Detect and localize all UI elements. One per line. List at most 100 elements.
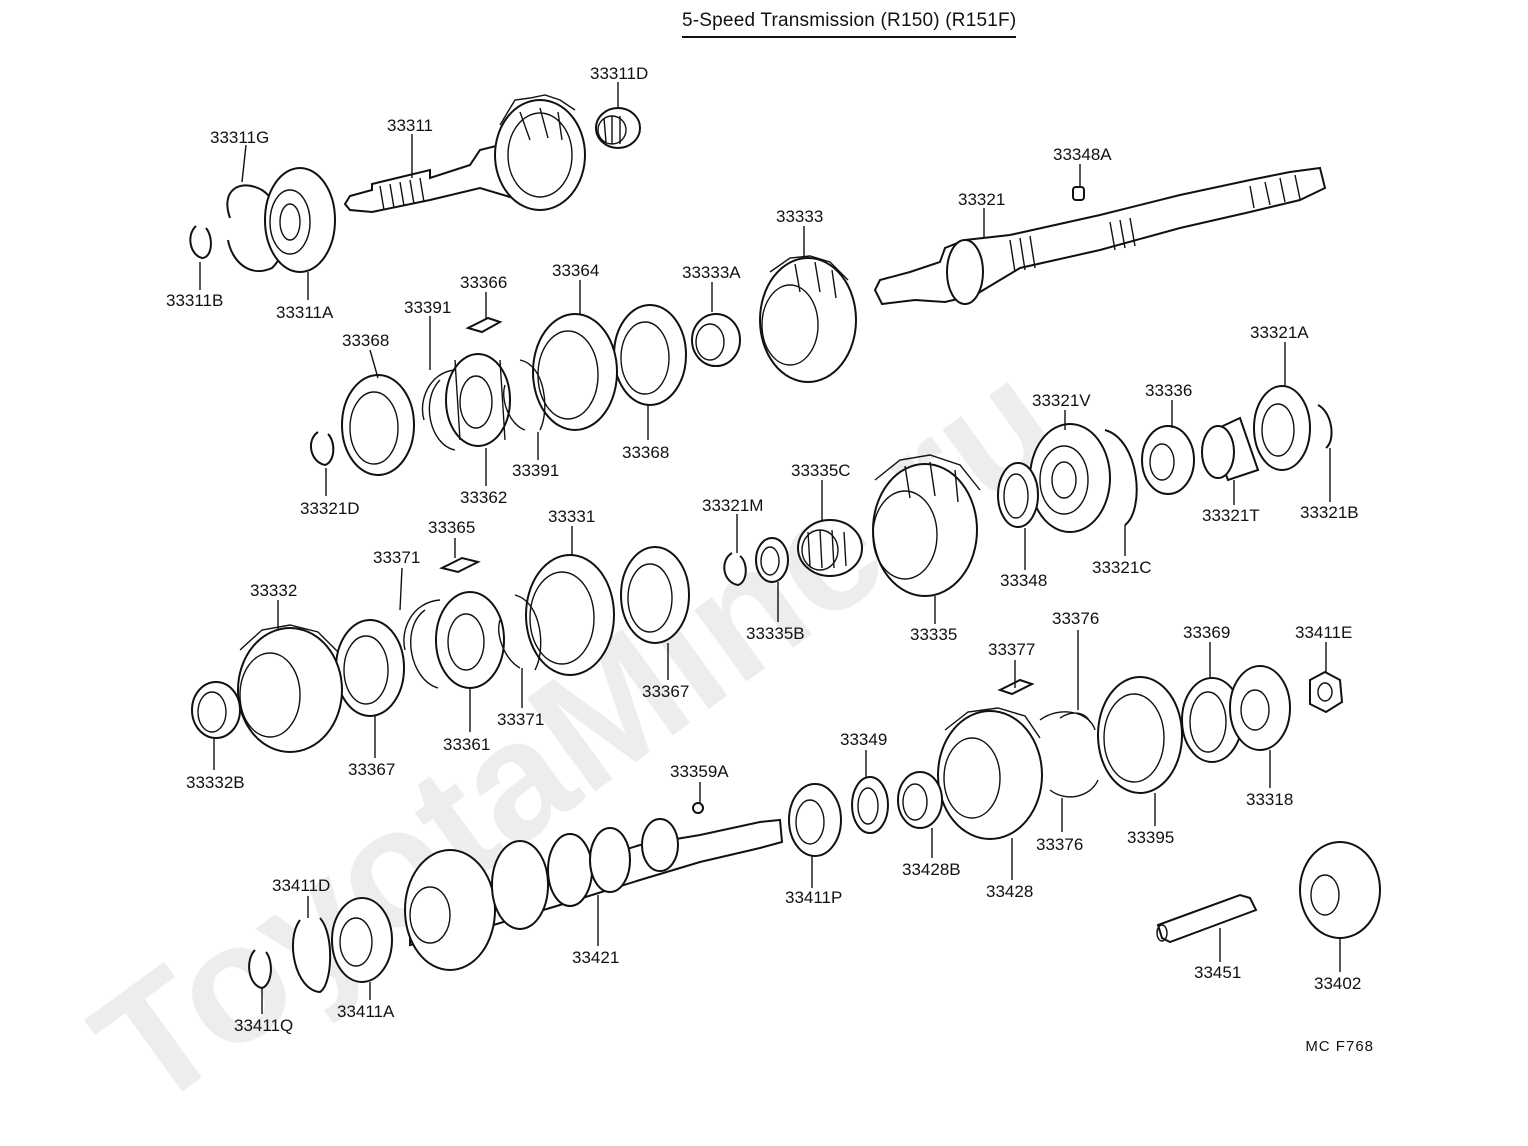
label-33391b: 33391	[512, 461, 559, 480]
label-33421: 33421	[572, 948, 619, 967]
label-33321D: 33321D	[300, 499, 360, 518]
spring-33391b	[503, 359, 546, 431]
bearing-33411P	[788, 783, 842, 857]
input-shaft-33311	[343, 94, 586, 214]
ring-33349	[851, 776, 889, 834]
label-33318: 33318	[1246, 790, 1293, 809]
label-33391a: 33391	[404, 298, 451, 317]
label-33367b: 33367	[642, 682, 689, 701]
label-33311A: 33311A	[276, 303, 334, 322]
label-33335C: 33335C	[791, 461, 851, 480]
label-33321B: 33321B	[1300, 503, 1359, 522]
label-33348: 33348	[1000, 571, 1047, 590]
label-33376a: 33376	[1052, 609, 1099, 628]
label-33332: 33332	[250, 581, 297, 600]
snap-ring-33411D	[292, 917, 332, 994]
label-33321M: 33321M	[702, 496, 763, 515]
synchro-ring-33367a	[335, 619, 405, 717]
label-33365: 33365	[428, 518, 475, 537]
label-33411P: 33411P	[785, 888, 842, 907]
label-33371a: 33371	[373, 548, 420, 567]
key-33365	[439, 556, 481, 574]
label-33368a: 33368	[342, 331, 389, 350]
spring-33371a	[403, 599, 441, 689]
exploded-parts-diagram: 33311D 33311 33311G 33311B 33311A 33348A…	[166, 64, 1381, 1035]
gear-33332	[237, 624, 343, 753]
bearing-33411A	[331, 897, 393, 983]
ring-33348	[997, 462, 1039, 528]
bearing-33311A	[264, 167, 336, 273]
clutch-hub-33361	[435, 591, 505, 689]
label-33321T: 33321T	[1202, 506, 1260, 525]
label-33348A: 33348A	[1053, 145, 1112, 164]
snap-ring-33411Q	[248, 949, 272, 990]
spring-33391a	[421, 369, 456, 451]
label-33335: 33335	[910, 625, 957, 644]
snap-ring-33321C	[1104, 429, 1138, 526]
gear-33428	[937, 707, 1043, 840]
label-33321C: 33321C	[1092, 558, 1152, 577]
label-33395: 33395	[1127, 828, 1174, 847]
output-shaft-33321	[873, 166, 1327, 306]
ball-33359A	[692, 802, 704, 814]
label-33367a: 33367	[348, 760, 395, 779]
label-33332B: 33332B	[186, 773, 245, 792]
counter-shaft-33421	[404, 818, 784, 971]
shaft-33451	[1156, 893, 1258, 944]
label-33321A: 33321A	[1250, 323, 1309, 342]
label-33411A: 33411A	[337, 1002, 395, 1021]
label-33371b: 33371	[497, 710, 544, 729]
label-33331: 33331	[548, 507, 595, 526]
synchro-ring-33368a	[341, 374, 415, 476]
label-33311G: 33311G	[210, 128, 269, 147]
label-33377: 33377	[988, 640, 1035, 659]
label-33311B: 33311B	[166, 291, 223, 310]
hub-sleeve-33331	[525, 554, 615, 676]
spring-33376a	[1039, 711, 1096, 731]
label-33411E: 33411E	[1295, 623, 1352, 642]
label-33451: 33451	[1194, 963, 1241, 982]
needle-bearing-33333A	[691, 313, 741, 367]
label-33364: 33364	[552, 261, 599, 280]
synchro-ring-33368b	[613, 304, 687, 406]
leader-lines	[199, 82, 1341, 1014]
bearing-33321A	[1253, 385, 1311, 471]
nut-33411E	[1309, 670, 1344, 714]
label-33362: 33362	[460, 488, 507, 507]
label-33369: 33369	[1183, 623, 1230, 642]
needle-bearing-33332B	[191, 681, 241, 739]
needle-bearing-33428B	[897, 771, 943, 829]
ball-33348A	[1072, 186, 1085, 201]
label-33428B: 33428B	[902, 860, 961, 879]
spring-33376b	[1049, 779, 1099, 798]
part-labels: 33311D 33311 33311G 33311B 33311A 33348A…	[166, 64, 1361, 1035]
snap-ring-33321M	[723, 552, 747, 587]
clutch-hub-33362	[445, 353, 511, 447]
key-33366	[465, 316, 503, 334]
label-33366: 33366	[460, 273, 507, 292]
label-33359A: 33359A	[670, 762, 729, 781]
label-33361: 33361	[443, 735, 490, 754]
label-33311D: 33311D	[590, 64, 648, 83]
needle-bearing-33335C	[797, 519, 863, 577]
snap-ring-33321B	[1317, 404, 1333, 449]
gear-33318	[1229, 665, 1291, 751]
needle-bearing-33311D	[595, 107, 641, 149]
label-33376b: 33376	[1036, 835, 1083, 854]
reverse-gear-33402	[1299, 841, 1381, 939]
label-33333: 33333	[776, 207, 823, 226]
label-33333A: 33333A	[682, 263, 741, 282]
snap-ring-33321D	[309, 431, 335, 467]
label-33321V: 33321V	[1032, 391, 1091, 410]
ring-33335B	[755, 537, 789, 583]
gear-33335	[872, 454, 981, 597]
spacer-33321T	[1201, 416, 1260, 482]
label-33411Q: 33411Q	[234, 1016, 293, 1035]
label-33428: 33428	[986, 882, 1033, 901]
gear-33333	[759, 255, 857, 383]
label-33368b: 33368	[622, 443, 669, 462]
snap-ring-33311B	[189, 225, 212, 260]
key-33377	[997, 678, 1035, 696]
label-33321: 33321	[958, 190, 1005, 209]
bearing-33321V	[1029, 423, 1111, 533]
